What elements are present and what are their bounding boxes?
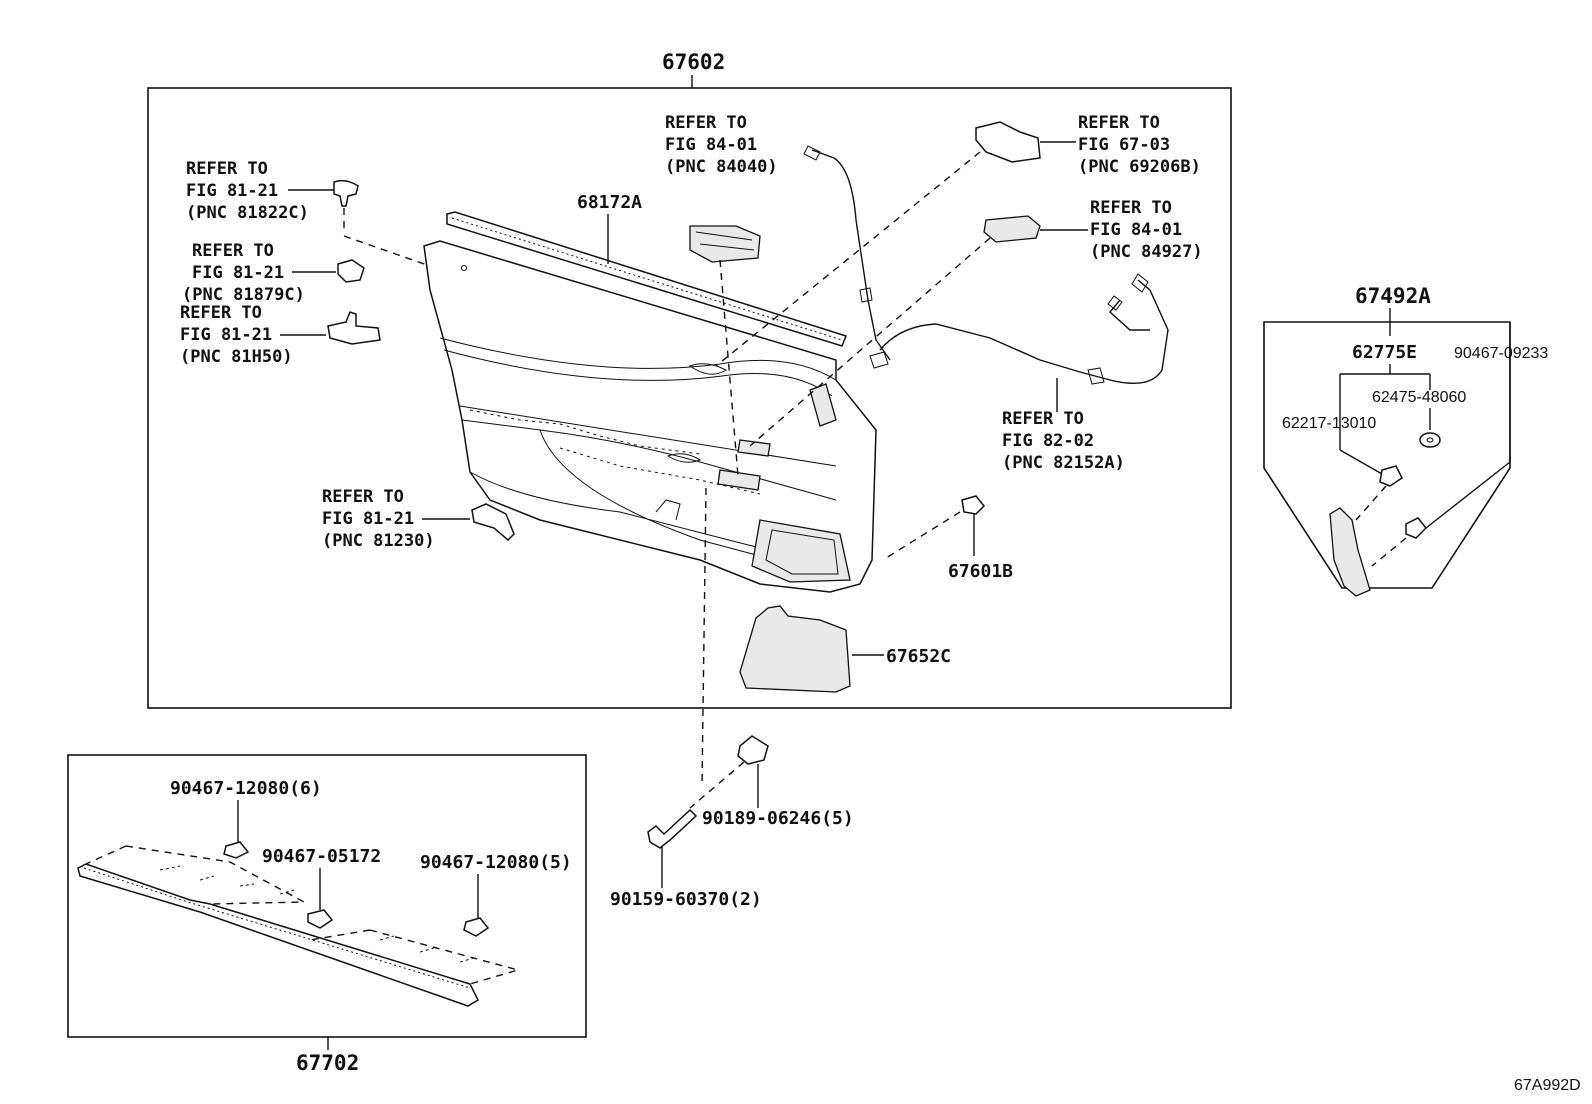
fastener-clip-label: 90189-06246(5)	[702, 808, 854, 829]
figure-code: 67A992D	[1514, 1077, 1581, 1094]
svg-text:FIG 81-21: FIG 81-21	[186, 181, 278, 201]
bottom-group-box	[67, 754, 587, 1038]
bottom-group-label: 67702	[296, 1051, 359, 1075]
ref-82152a: REFER TO FIG 82-02 (PNC 82152A)	[1002, 409, 1125, 473]
svg-text:(PNC 81822C): (PNC 81822C)	[186, 203, 309, 223]
ref-69206b: REFER TO FIG 67-03 (PNC 69206B)	[715, 113, 1201, 367]
svg-text:(PNC 84040): (PNC 84040)	[665, 157, 778, 177]
clip-c-icon	[463, 917, 490, 937]
svg-text:REFER TO: REFER TO	[1078, 113, 1160, 133]
main-assembly-label: 67602	[662, 50, 725, 74]
handle-icon	[975, 121, 1041, 163]
svg-text:FIG 82-02: FIG 82-02	[1002, 431, 1094, 451]
ref-81879c: REFER TO FIG 81-21 (PNC 81879C)	[182, 241, 365, 305]
svg-text:(PNC 81879C): (PNC 81879C)	[182, 285, 305, 305]
switch-part	[689, 225, 761, 477]
screw-13010-icon	[1379, 465, 1403, 487]
svg-text:FIG 81-21: FIG 81-21	[180, 325, 272, 345]
svg-text:FIG 67-03: FIG 67-03	[1078, 135, 1170, 155]
clip-a-icon	[223, 841, 250, 859]
fastener-13010-label: 62217-13010	[1282, 415, 1376, 432]
ref-81230: REFER TO FIG 81-21 (PNC 81230)	[322, 487, 515, 551]
washer-icon	[1419, 432, 1441, 448]
hook-icon	[471, 503, 515, 542]
clip-label: 67601B	[948, 561, 1013, 582]
courtesy-lamp-icon	[983, 215, 1041, 243]
fastener-screw-label: 90159-60370(2)	[610, 889, 762, 910]
clip-c-label: 90467-12080(5)	[420, 852, 572, 873]
wire-harness	[803, 145, 1169, 412]
right-group-label: 67492A	[1355, 284, 1431, 308]
ref-81h50: REFER TO FIG 81-21 (PNC 81H50)	[180, 303, 381, 367]
ref-81822c: REFER TO FIG 81-21 (PNC 81822C)	[186, 159, 431, 267]
bottom-group: 67702 90467-12080(6) 90467-05172 90467-1…	[67, 754, 587, 1075]
garnish-icon	[1329, 507, 1371, 597]
svg-text:REFER TO: REFER TO	[322, 487, 404, 507]
nut-clip-icon	[337, 259, 365, 283]
right-group: 67492A 62775E 90467-09233 62475-48060 62…	[1263, 284, 1548, 597]
svg-text:REFER TO: REFER TO	[180, 303, 262, 323]
svg-text:(PNC 84927): (PNC 84927)	[1090, 242, 1203, 262]
pocket-label: 67652C	[886, 646, 951, 667]
svg-text:FIG 84-01: FIG 84-01	[665, 135, 757, 155]
right-sub-label: 62775E	[1352, 342, 1417, 363]
svg-text:(PNC 69206B): (PNC 69206B)	[1078, 157, 1201, 177]
washer-label: 62475-48060	[1372, 389, 1466, 406]
clip-b-label: 90467-05172	[262, 846, 381, 867]
fastener-clip: 90189-06246(5)	[689, 735, 854, 829]
ref-84040: REFER TO FIG 84-01 (PNC 84040)	[665, 113, 778, 177]
svg-text:REFER TO: REFER TO	[192, 241, 274, 261]
weatherstrip-part: 68172A	[446, 192, 847, 347]
svg-text:FIG 81-21: FIG 81-21	[192, 263, 284, 283]
main-assembly-group: 67602	[147, 50, 1232, 709]
svg-text:REFER TO: REFER TO	[1002, 409, 1084, 429]
bracket-icon	[327, 311, 381, 345]
screw-09233-icon	[1405, 517, 1428, 539]
square-clip-icon	[737, 735, 769, 765]
clip-67601b: 67601B	[885, 495, 1013, 582]
svg-text:FIG 81-21: FIG 81-21	[322, 509, 414, 529]
svg-text:REFER TO: REFER TO	[665, 113, 747, 133]
svg-text:(PNC 81230): (PNC 81230)	[322, 531, 435, 551]
weatherstrip-label: 68172A	[577, 192, 642, 213]
svg-text:REFER TO: REFER TO	[186, 159, 268, 179]
main-assembly-box	[147, 87, 1232, 709]
clip-b-icon	[307, 909, 334, 929]
push-clip-icon	[333, 179, 359, 207]
svg-text:(PNC 82152A): (PNC 82152A)	[1002, 453, 1125, 473]
door-trim-panel	[423, 240, 877, 593]
svg-text:FIG 84-01: FIG 84-01	[1090, 220, 1182, 240]
screw-leader	[701, 487, 707, 785]
svg-text:REFER TO: REFER TO	[1090, 198, 1172, 218]
pocket-icon	[739, 605, 851, 693]
clip-icon	[961, 495, 986, 515]
pocket-67652c: 67652C	[739, 605, 951, 693]
clip-a-label: 90467-12080(6)	[170, 778, 322, 799]
fastener-screw: 90159-60370(2)	[610, 808, 762, 910]
scuff-plate-icon	[77, 863, 479, 1007]
svg-text:(PNC 81H50): (PNC 81H50)	[180, 347, 293, 367]
screw-09233-label: 90467-09233	[1454, 345, 1548, 362]
screw-icon	[647, 808, 698, 849]
ref-84927: REFER TO FIG 84-01 (PNC 84927)	[749, 198, 1203, 447]
